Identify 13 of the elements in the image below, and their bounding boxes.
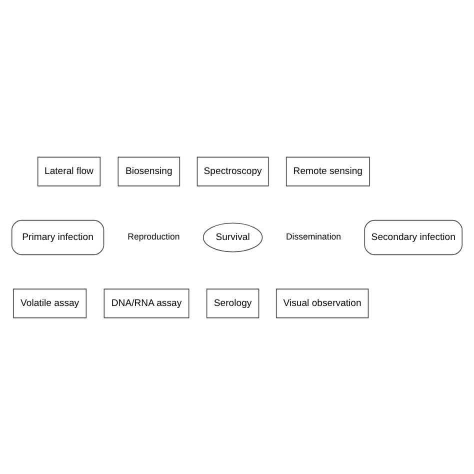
node-box: Serology xyxy=(206,288,260,318)
node-box: Biosensing xyxy=(118,156,180,186)
node-box: Visual observation xyxy=(276,288,369,318)
node-box: Spectroscopy xyxy=(196,156,269,186)
node-box: Remote sensing xyxy=(286,156,370,186)
node-box: Secondary infection xyxy=(364,219,463,255)
node-box: DNA/RNA assay xyxy=(104,288,190,318)
node-ellipse: Survival xyxy=(202,222,263,252)
node-box: Volatile assay xyxy=(13,288,87,318)
node-box: Lateral flow xyxy=(37,156,101,186)
node-label: Dissemination xyxy=(286,231,342,242)
node-box: Primary infection xyxy=(11,219,104,255)
node-label: Reproduction xyxy=(128,231,180,242)
